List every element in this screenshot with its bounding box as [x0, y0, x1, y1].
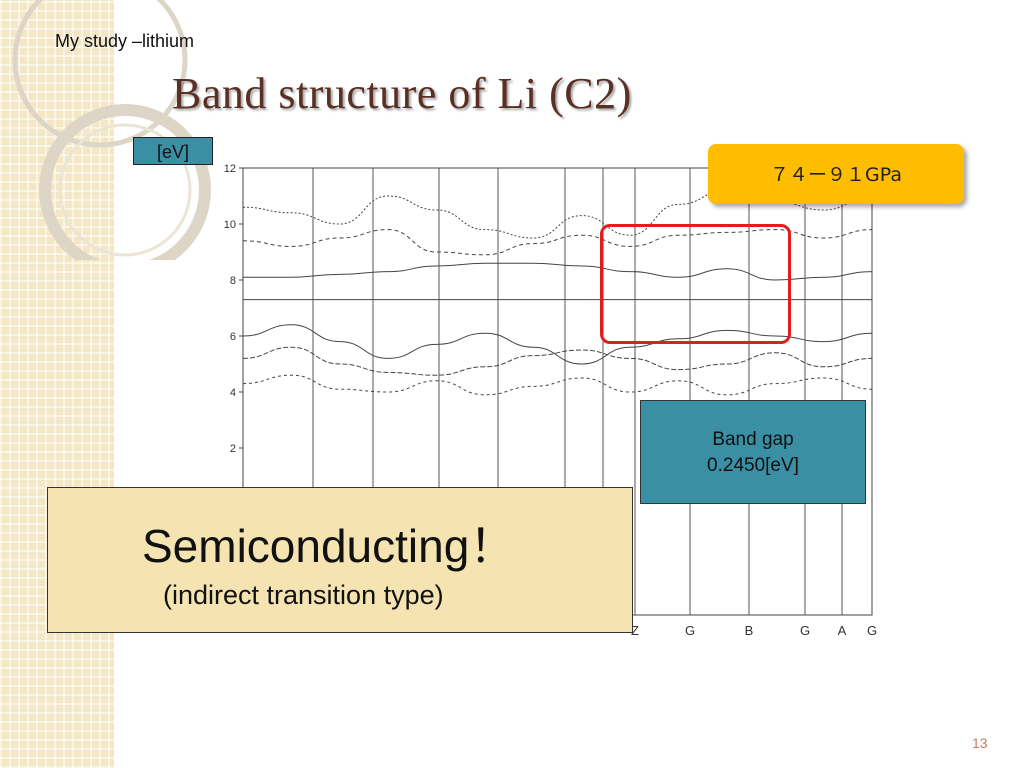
- band-gap-value: 0.2450[eV]: [707, 455, 799, 476]
- x-tick-label: G: [800, 623, 810, 638]
- y-tick-label: 4: [230, 387, 236, 399]
- y-tick-label: 12: [224, 163, 236, 175]
- page-number: 13: [972, 735, 988, 751]
- decorative-stripe: [0, 0, 114, 768]
- highlight-box: [600, 224, 791, 344]
- transition-type-text: (indirect transition type): [163, 580, 444, 610]
- band-line: [242, 262, 873, 281]
- x-tick-label: B: [745, 623, 754, 638]
- x-tick-label: G: [685, 623, 695, 638]
- y-tick-label: 10: [224, 219, 236, 231]
- x-tick-label: A: [838, 623, 847, 638]
- band-line: [242, 229, 873, 256]
- y-tick-label: 6: [230, 331, 236, 343]
- semiconducting-note: Semiconducting！ (indirect transition typ…: [47, 487, 633, 633]
- x-tick-label: Z: [631, 623, 639, 638]
- decorative-arcs: [12, 0, 211, 260]
- unit-label: [eV]: [133, 137, 213, 165]
- x-tick-label: G: [867, 623, 877, 638]
- band-gap-box: Band gap 0.2450[eV]: [640, 400, 866, 504]
- pressure-badge: ７４ー９１GPa: [708, 144, 964, 204]
- semiconducting-heading: Semiconducting！: [142, 520, 516, 572]
- y-tick-label: 8: [230, 275, 236, 287]
- band-line: [242, 374, 873, 396]
- y-axis-ticks: 2 4 6 8 10 12: [224, 163, 236, 455]
- band-gap-label: Band gap: [712, 429, 794, 450]
- band-line: [242, 324, 873, 365]
- slide-subtitle: My study –lithium: [55, 31, 195, 51]
- band-line: [242, 346, 873, 376]
- slide-title: Band structure of Li (C2): [172, 69, 632, 118]
- y-tick-marks: [239, 167, 243, 449]
- y-tick-label: 2: [230, 443, 236, 455]
